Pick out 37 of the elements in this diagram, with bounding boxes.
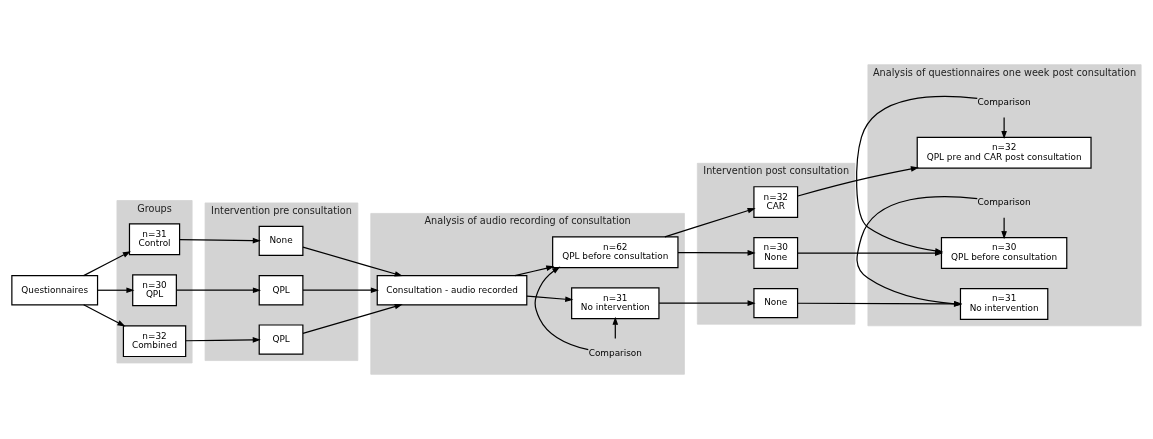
arrow (185, 337, 261, 343)
arrow (677, 250, 756, 256)
node-box: QPL (258, 275, 304, 306)
arrow (175, 287, 261, 294)
node-text: Comparison (977, 96, 1031, 107)
node-box: Questionnaires (11, 275, 99, 306)
node-box: n=32 QPL pre and CAR post consultation (916, 136, 1092, 169)
arrow (514, 265, 555, 277)
node-text: Comparison (588, 347, 642, 358)
node-box: n=62 QPL before consultation (552, 236, 679, 269)
arrow (302, 287, 379, 294)
arrow (302, 246, 403, 277)
node-box: n=30 QPL (132, 274, 177, 307)
node-box: n=31 Control (128, 223, 181, 256)
arrow (302, 303, 403, 334)
arrow (526, 295, 574, 303)
node-box: n=31 No intervention (959, 288, 1049, 320)
node-box: n=32 Combined (122, 325, 187, 358)
arrow (664, 207, 756, 238)
arrow (1001, 217, 1007, 240)
arrow (97, 287, 135, 294)
node-text: Comparison (977, 197, 1031, 208)
node-box: Consultation - audio recorded (376, 275, 528, 306)
node-box: None (258, 225, 304, 257)
arrow (179, 237, 261, 244)
node-box: None (753, 288, 799, 319)
arrow (83, 304, 126, 327)
node-box: n=30 None (753, 237, 799, 269)
arrow (83, 251, 131, 277)
arrow (1001, 116, 1007, 139)
arrow (534, 266, 589, 351)
node-box: n=30 QPL before consultation (940, 237, 1068, 269)
arrow (797, 166, 919, 197)
node-box: QPL (258, 324, 304, 355)
arrow (658, 300, 756, 306)
node-box: n=31 No intervention (571, 287, 660, 320)
node-box: n=32 CAR (753, 186, 799, 219)
